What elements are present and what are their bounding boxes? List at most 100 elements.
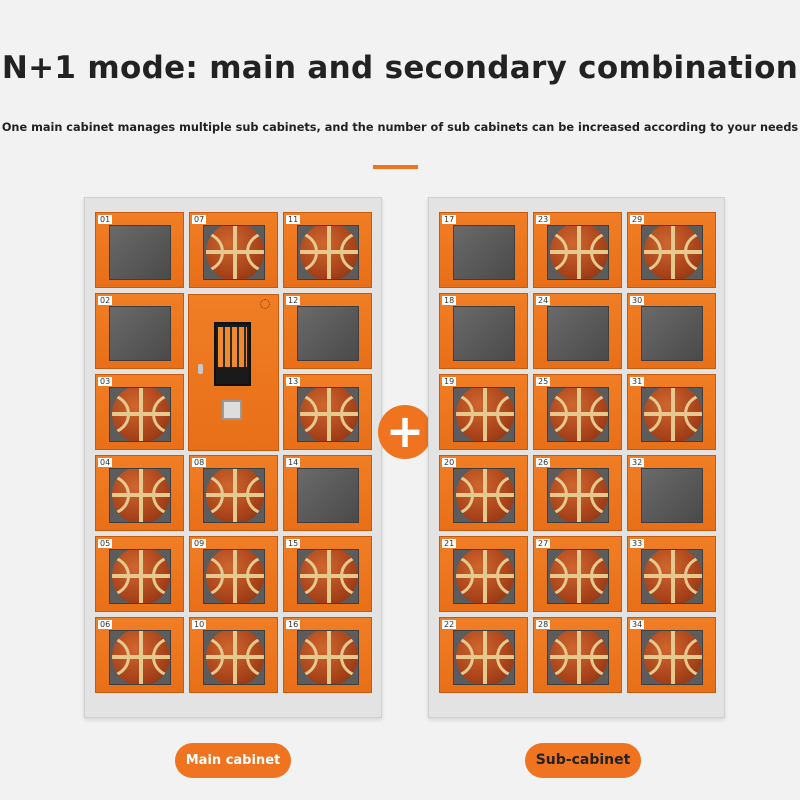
locker-door[interactable]: 09 <box>189 536 278 612</box>
locker-door[interactable]: 22 <box>439 617 528 693</box>
locker-door[interactable]: 33 <box>627 536 716 612</box>
locker-door[interactable]: 26 <box>533 455 622 531</box>
basketball-icon <box>550 388 608 441</box>
basketball-icon <box>300 226 358 279</box>
locker-door[interactable]: 16 <box>283 617 372 693</box>
locker-number: 27 <box>536 539 551 548</box>
locker-number: 20 <box>442 458 457 467</box>
basketball-icon <box>456 388 514 441</box>
locker-number: 21 <box>442 539 457 548</box>
locker-door[interactable]: 05 <box>95 536 184 612</box>
locker-window <box>453 306 515 361</box>
locker-door[interactable]: 23 <box>533 212 622 288</box>
locker-window <box>297 630 359 685</box>
basketball-icon <box>300 550 358 603</box>
locker-window <box>297 387 359 442</box>
touch-screen[interactable] <box>214 322 251 386</box>
locker-number: 11 <box>286 215 301 224</box>
locker-number: 07 <box>192 215 207 224</box>
speaker-icon <box>260 299 270 309</box>
locker-window <box>453 225 515 280</box>
locker-number: 24 <box>536 296 551 305</box>
locker-window <box>109 387 171 442</box>
basketball-icon <box>206 469 264 522</box>
control-kiosk[interactable] <box>188 294 279 451</box>
locker-window <box>203 630 265 685</box>
locker-window <box>641 225 703 280</box>
locker-door[interactable]: 04 <box>95 455 184 531</box>
locker-window <box>297 549 359 604</box>
locker-number: 13 <box>286 377 301 386</box>
locker-number: 09 <box>192 539 207 548</box>
locker-door[interactable]: 24 <box>533 293 622 369</box>
locker-door[interactable]: 03 <box>95 374 184 450</box>
locker-window <box>547 630 609 685</box>
locker-window <box>547 549 609 604</box>
locker-number: 22 <box>442 620 457 629</box>
locker-number: 05 <box>98 539 113 548</box>
basketball-icon <box>112 550 170 603</box>
locker-window <box>453 630 515 685</box>
locker-door[interactable]: 31 <box>627 374 716 450</box>
locker-door[interactable]: 32 <box>627 455 716 531</box>
locker-door[interactable]: 17 <box>439 212 528 288</box>
locker-number: 03 <box>98 377 113 386</box>
locker-number: 23 <box>536 215 551 224</box>
locker-door[interactable]: 19 <box>439 374 528 450</box>
locker-window <box>203 549 265 604</box>
locker-door[interactable]: 07 <box>189 212 278 288</box>
locker-door[interactable]: 29 <box>627 212 716 288</box>
plus-icon: + <box>378 405 432 459</box>
locker-door[interactable]: 08 <box>189 455 278 531</box>
basketball-icon <box>112 469 170 522</box>
main-cabinet-label: Main cabinet <box>175 743 291 778</box>
locker-door[interactable]: 11 <box>283 212 372 288</box>
locker-door[interactable]: 02 <box>95 293 184 369</box>
locker-window <box>109 306 171 361</box>
locker-door[interactable]: 01 <box>95 212 184 288</box>
basketball-icon <box>112 631 170 684</box>
locker-number: 30 <box>630 296 645 305</box>
locker-door[interactable]: 15 <box>283 536 372 612</box>
locker-door[interactable]: 28 <box>533 617 622 693</box>
locker-number: 33 <box>630 539 645 548</box>
locker-window <box>547 225 609 280</box>
locker-door[interactable]: 18 <box>439 293 528 369</box>
basketball-icon <box>300 388 358 441</box>
locker-door[interactable]: 12 <box>283 293 372 369</box>
scanner-icon[interactable] <box>222 400 242 420</box>
locker-door[interactable]: 10 <box>189 617 278 693</box>
locker-window <box>203 468 265 523</box>
locker-number: 26 <box>536 458 551 467</box>
locker-door[interactable]: 06 <box>95 617 184 693</box>
locker-door[interactable]: 30 <box>627 293 716 369</box>
locker-number: 12 <box>286 296 301 305</box>
locker-window <box>547 387 609 442</box>
locker-door[interactable]: 21 <box>439 536 528 612</box>
locker-number: 14 <box>286 458 301 467</box>
basketball-icon <box>112 388 170 441</box>
key-lock-icon <box>198 364 203 374</box>
locker-number: 29 <box>630 215 645 224</box>
basketball-icon <box>550 550 608 603</box>
locker-window <box>453 468 515 523</box>
basketball-icon <box>644 226 702 279</box>
locker-window <box>641 630 703 685</box>
page-subtitle: One main cabinet manages multiple sub ca… <box>1 121 799 134</box>
screen-locker-grid <box>218 327 247 367</box>
locker-door[interactable]: 34 <box>627 617 716 693</box>
locker-door[interactable]: 27 <box>533 536 622 612</box>
locker-door[interactable]: 20 <box>439 455 528 531</box>
page-title: N+1 mode: main and secondary combination <box>1 50 799 86</box>
locker-window <box>297 468 359 523</box>
locker-number: 31 <box>630 377 645 386</box>
basketball-icon <box>644 388 702 441</box>
locker-number: 32 <box>630 458 645 467</box>
locker-door[interactable]: 14 <box>283 455 372 531</box>
basketball-icon <box>550 226 608 279</box>
locker-door[interactable]: 13 <box>283 374 372 450</box>
locker-window <box>641 387 703 442</box>
locker-door[interactable]: 25 <box>533 374 622 450</box>
